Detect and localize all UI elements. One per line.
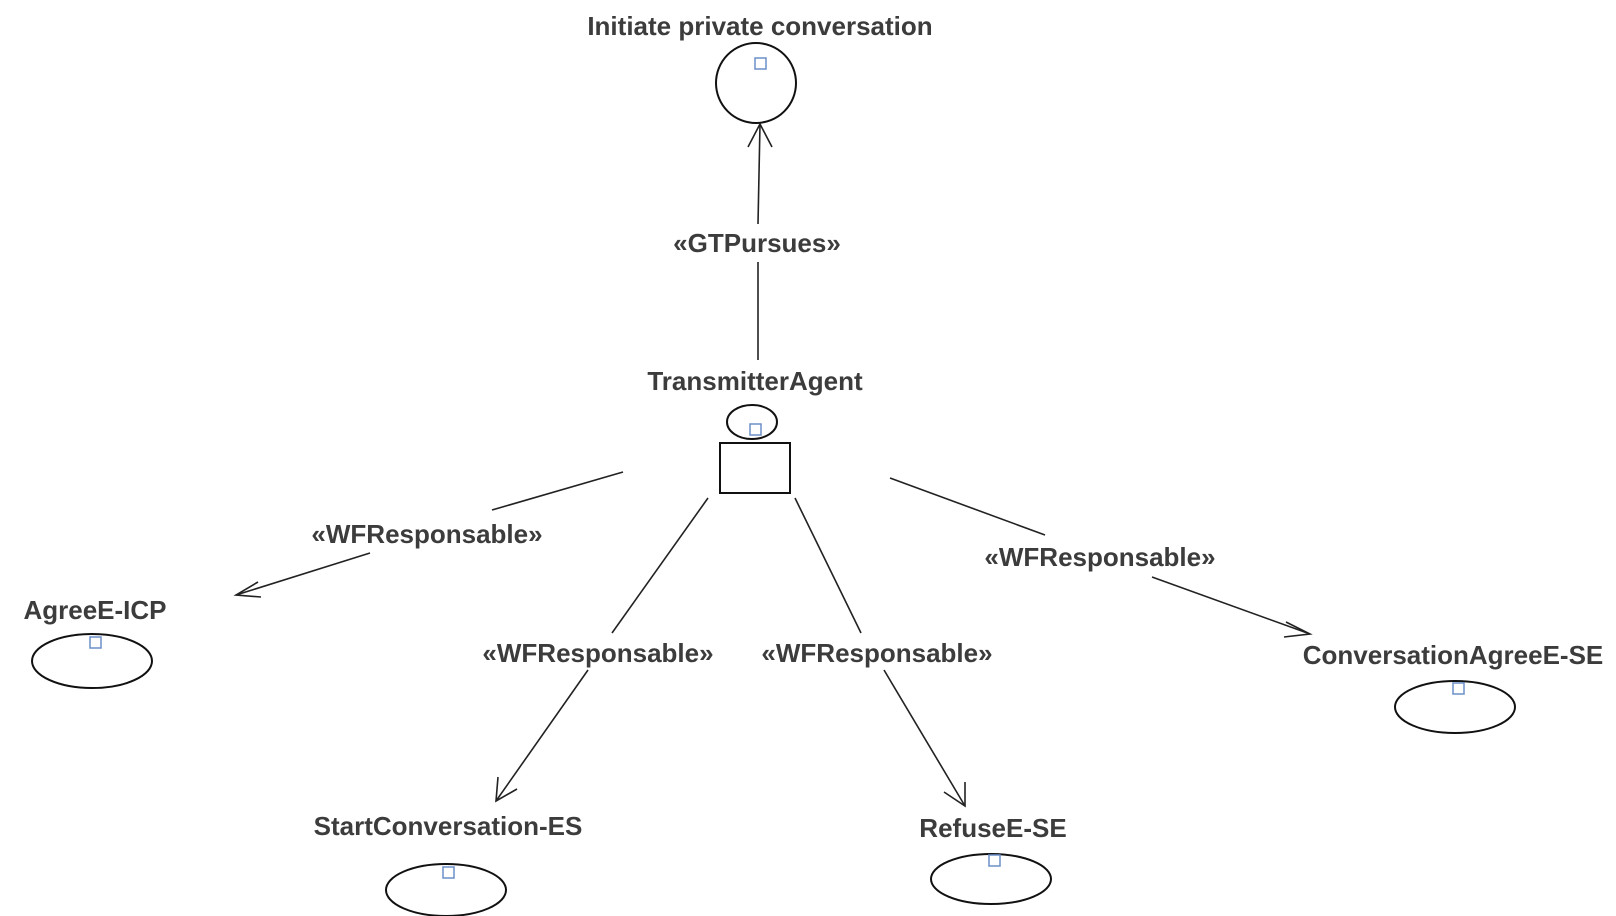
task-ellipse-refuse — [930, 853, 1052, 905]
responsable-edge-agree-line-upper — [491, 471, 624, 511]
task-marker-icon-start — [442, 866, 455, 879]
goal-circle — [715, 42, 797, 124]
responsable-edge-refuse-line-upper — [794, 497, 862, 634]
task-label-start: StartConversation-ES — [314, 811, 583, 841]
responsable-edge-start-label: «WFResponsable» — [482, 638, 713, 668]
responsable-edge-refuse-arrowhead-icon — [943, 782, 966, 808]
responsable-edge-start-line-upper — [611, 497, 709, 634]
pursues-edge[interactable]: «GTPursues» — [673, 122, 841, 360]
responsable-edge-start-line-lower — [495, 669, 589, 802]
pursues-edge-line-upper — [757, 123, 761, 225]
task-node-refuse[interactable]: RefuseE-SE — [919, 813, 1067, 905]
task-ellipse-agree — [31, 633, 153, 689]
task-marker-icon-agree — [89, 636, 102, 649]
responsable-edge-agree[interactable]: «WFResponsable» — [233, 471, 624, 598]
task-marker-icon-conversation — [1452, 682, 1465, 695]
agent-label: TransmitterAgent — [647, 366, 863, 396]
responsable-edge-refuse-label: «WFResponsable» — [761, 638, 992, 668]
task-node-agree[interactable]: AgreeE-ICP — [23, 595, 167, 689]
agent-head-ellipse — [726, 404, 778, 440]
responsable-edge-agree-label: «WFResponsable» — [311, 519, 542, 549]
agent-body-rect — [719, 442, 791, 494]
task-node-start[interactable]: StartConversation-ES — [314, 811, 583, 916]
task-marker-icon-refuse — [988, 854, 1001, 867]
responsable-edge-conversation-label: «WFResponsable» — [984, 542, 1215, 572]
agent-marker-icon — [749, 423, 762, 436]
responsable-edge-conversation[interactable]: «WFResponsable» — [889, 477, 1313, 638]
responsable-edge-conversation-arrowhead-icon — [1283, 621, 1313, 638]
goal-node[interactable]: Initiate private conversation — [587, 11, 933, 124]
pursues-arrowhead-icon — [747, 122, 773, 148]
agent-node[interactable]: TransmitterAgent — [647, 366, 863, 494]
task-label-conversation: ConversationAgreeE-SE — [1303, 640, 1604, 670]
task-ellipse-conversation — [1394, 680, 1516, 734]
responsable-edge-start-arrowhead-icon — [495, 776, 518, 803]
responsable-edge-agree-line-lower — [235, 552, 371, 596]
responsable-edge-start[interactable]: «WFResponsable» — [482, 497, 714, 803]
task-ellipse-start — [385, 863, 507, 916]
task-label-agree: AgreeE-ICP — [23, 595, 166, 625]
responsable-edge-refuse[interactable]: «WFResponsable» — [761, 497, 993, 808]
responsable-edge-conversation-line-upper — [889, 477, 1046, 536]
goal-marker-icon — [754, 57, 767, 70]
goal-label: Initiate private conversation — [587, 11, 932, 41]
task-node-conversation[interactable]: ConversationAgreeE-SE — [1303, 640, 1604, 734]
responsable-edge-agree-arrowhead-icon — [233, 581, 262, 598]
task-label-refuse: RefuseE-SE — [919, 813, 1066, 843]
responsable-edge-refuse-line-lower — [883, 669, 966, 807]
responsable-edge-conversation-line-lower — [1151, 576, 1311, 635]
pursues-edge-label: «GTPursues» — [673, 228, 841, 258]
